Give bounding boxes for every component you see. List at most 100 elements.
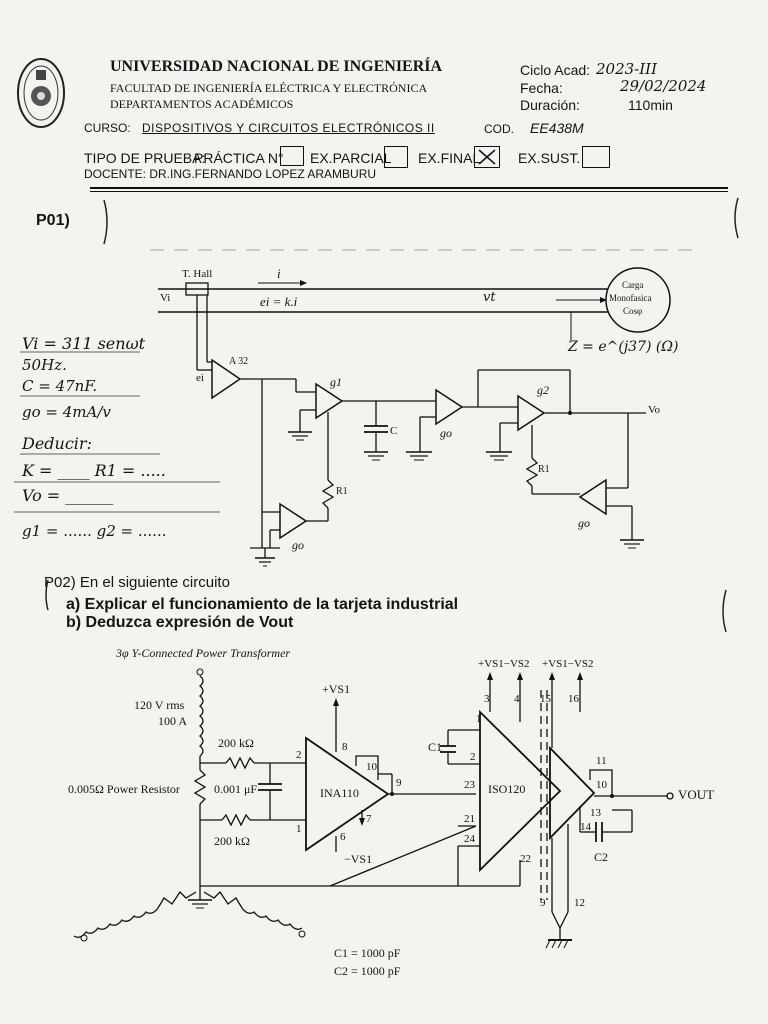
deducir-line-1: K = ____ R1 = ..... <box>22 461 166 480</box>
label-load-1: Carga <box>622 280 644 290</box>
p02-item-a: a) Explicar el funcionamiento de la tarj… <box>66 596 459 613</box>
final-checkbox[interactable] <box>474 146 500 168</box>
university-name: UNIVERSIDAD NACIONAL DE INGENIERÍA <box>110 58 443 75</box>
svg-text:12: 12 <box>574 897 585 909</box>
svg-text:2: 2 <box>470 751 476 763</box>
svg-text:13: 13 <box>590 807 602 819</box>
svg-text:10: 10 <box>596 779 608 791</box>
header-divider <box>90 187 728 189</box>
header-divider-2 <box>90 191 728 192</box>
p01-label: P01) <box>36 212 70 229</box>
p02-heading: P02) En el siguiente circuito <box>44 574 230 591</box>
p02-item-b: b) Deduzca expresión de Vout <box>66 614 294 631</box>
label-transformer: 3φ Y-Connected Power Transformer <box>116 646 291 660</box>
duracion-value: 110min <box>628 97 673 113</box>
label-a32: A 32 <box>229 356 249 367</box>
svg-text:6: 6 <box>340 831 346 843</box>
svg-text:24: 24 <box>464 833 476 845</box>
label-vt: vt <box>483 290 496 305</box>
load-impedance: Z = e^(j37) (Ω) <box>568 339 679 355</box>
svg-text:9: 9 <box>396 777 402 789</box>
label-iso120: ISO120 <box>488 782 526 796</box>
label-load-3: Cosφ <box>623 306 643 316</box>
practica-label: PRÁCTICA N° <box>194 150 284 166</box>
svg-text:1: 1 <box>296 823 302 835</box>
practica-checkbox[interactable] <box>280 146 304 166</box>
tipo-label: TIPO DE PRUEBA: <box>84 150 206 166</box>
svg-text:7: 7 <box>366 813 372 825</box>
label-vout: VOUT <box>678 787 715 802</box>
docente: DOCENTE: DR.ING.FERNANDO LOPEZ ARAMBURU <box>84 167 377 181</box>
curso-label: CURSO: <box>84 121 131 135</box>
label-vi: Vi <box>160 292 171 304</box>
label-amps: 100 A <box>158 714 188 728</box>
svg-text:14: 14 <box>580 821 592 833</box>
given-cap: C = 47nF. <box>22 377 98 395</box>
cod-label: COD. <box>484 122 514 136</box>
p02-label: P02) <box>44 574 76 591</box>
label-ei-eq: ei = k.i <box>260 294 298 309</box>
svg-text:10: 10 <box>366 761 378 773</box>
duracion-label: Duración: <box>520 97 580 113</box>
fecha-value: 29/02/2024 <box>620 77 707 95</box>
svg-text:16: 16 <box>568 693 580 705</box>
given-freq: 50Hz. <box>22 356 67 374</box>
fecha-label: Fecha: <box>520 80 563 96</box>
faculty-name: FACULTAD DE INGENIERÍA ELÉCTRICA Y ELECT… <box>110 81 428 95</box>
label-c1-value: C1 = 1000 pF <box>334 946 401 960</box>
label-vrms: 120 V rms <box>134 698 185 712</box>
deducir-line-2: Vo = ______ <box>22 486 114 505</box>
label-c2-value: C2 = 1000 pF <box>334 964 401 978</box>
label-go-mid: go <box>440 426 452 440</box>
label-load-2: Monofasica <box>609 293 652 303</box>
label-c: C <box>390 425 398 437</box>
parcial-label: EX.PARCIAL <box>310 150 392 166</box>
label-i: i <box>277 266 281 281</box>
final-label: EX.FINAL <box>418 150 481 166</box>
label-c1: C1 <box>428 740 443 754</box>
label-r1-right: R1 <box>538 464 550 475</box>
svg-text:9: 9 <box>540 897 546 909</box>
label-cap: 0.001 μF <box>214 782 258 796</box>
ciclo-label: Ciclo Acad: <box>520 62 591 78</box>
svg-text:2: 2 <box>296 749 302 761</box>
label-g1: g1 <box>330 375 342 389</box>
ciclo-value: 2023-III <box>596 60 658 78</box>
label-ei: ei <box>196 372 204 384</box>
p02-intro: En el siguiente circuito <box>79 574 230 591</box>
given-vi: Vi = 311 senωt <box>22 334 146 353</box>
label-ina110: INA110 <box>320 786 359 800</box>
label-resistor: 0.005Ω Power Resistor <box>68 782 180 796</box>
svg-text:15: 15 <box>540 693 552 705</box>
label-r1-left: R1 <box>336 486 348 497</box>
university-seal <box>16 56 66 130</box>
svg-text:11: 11 <box>596 755 607 767</box>
label-go-left: go <box>292 538 304 552</box>
cod-value: EE438M <box>530 120 584 136</box>
deducir-line-3: g1 = ...... g2 = ...... <box>22 522 167 540</box>
svg-text:8: 8 <box>342 741 348 753</box>
svg-text:1: 1 <box>476 713 482 725</box>
label-vo: Vo <box>648 404 661 416</box>
svg-text:21: 21 <box>464 813 475 825</box>
label-iso-supply-1: +VS1−VS2 <box>478 658 530 670</box>
svg-text:3: 3 <box>484 693 490 705</box>
deducir-label: Deducir: <box>22 434 92 453</box>
label-t-hall: T. Hall <box>182 268 213 280</box>
given-go: go = 4mA/v <box>22 403 111 421</box>
department-name: DEPARTAMENTOS ACADÉMICOS <box>110 97 294 111</box>
curso-value: DISPOSITIVOS Y CIRCUITOS ELECTRÓNICOS II <box>142 121 435 135</box>
label-go-right: go <box>578 516 590 530</box>
svg-text:23: 23 <box>464 779 476 791</box>
label-c2: C2 <box>594 850 609 864</box>
parcial-checkbox[interactable] <box>384 146 408 168</box>
svg-text:22: 22 <box>520 853 531 865</box>
label-r200-bot: 200 kΩ <box>214 834 250 848</box>
label-g2: g2 <box>537 383 549 397</box>
svg-text:4: 4 <box>514 693 520 705</box>
label-vs1-plus: +VS1 <box>322 682 351 696</box>
sust-checkbox[interactable] <box>582 146 610 168</box>
